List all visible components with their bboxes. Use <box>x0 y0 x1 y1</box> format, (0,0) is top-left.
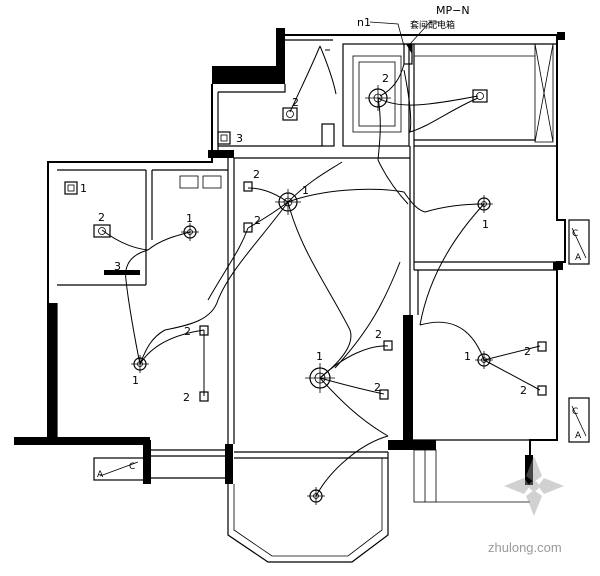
circuit-label-n1: n1 <box>357 16 371 29</box>
wall-solid-left-lower <box>143 440 151 484</box>
watermark-logo <box>504 456 564 516</box>
bay-window <box>227 452 389 563</box>
number-label: 2 <box>184 325 191 338</box>
distribution-panel: MP−N 套间配电箱 n1 <box>357 4 470 65</box>
wall-solid-hall <box>208 150 234 158</box>
ac-unit-right-upper: C A <box>568 219 590 265</box>
number-label: 3 <box>236 132 243 145</box>
ac-label-a: A <box>97 470 104 480</box>
panel-name: 套间配电箱 <box>410 19 455 31</box>
number-label: 2 <box>292 96 299 109</box>
ceiling-lamp-icon <box>475 351 493 369</box>
ac-label-a: A <box>575 253 582 263</box>
outer-wall-left <box>47 84 213 303</box>
wall-solid-bottom-right <box>525 455 533 485</box>
number-label: 1 <box>186 212 193 225</box>
ceiling-lamp-icon <box>275 189 301 215</box>
number-label: 1 <box>464 350 471 363</box>
walls <box>14 28 566 563</box>
number-label: 3 <box>114 260 121 273</box>
ac-label-c: C <box>572 229 578 239</box>
ceiling-lamp-icon <box>131 355 149 373</box>
shaft-outer <box>342 43 410 147</box>
wall-solid-right-bottom <box>388 440 436 450</box>
panel-code: MP−N <box>436 4 470 17</box>
number-label: 1 <box>316 350 323 363</box>
wall-solid-top-left <box>212 28 285 84</box>
number-label: 1 <box>482 218 489 231</box>
number-label: 2 <box>524 345 531 358</box>
ac-unit-right-lower: C A <box>568 397 590 443</box>
shaft-inner <box>352 55 402 133</box>
number-label: 1 <box>132 374 139 387</box>
number-label: 2 <box>374 381 381 394</box>
ac-unit-bottom-left: A C <box>93 457 145 481</box>
number-label: 2 <box>254 214 261 227</box>
wiring <box>101 45 541 497</box>
number-label: 2 <box>183 391 190 404</box>
number-label: 1 <box>302 184 309 197</box>
wall-solid-left <box>47 303 57 443</box>
wall-lamp-icon <box>472 89 488 103</box>
wall-solid-bottom-left <box>14 437 150 445</box>
number-label: 1 <box>80 182 87 195</box>
ac-label-a: A <box>575 431 582 441</box>
exhaust-fan-icon <box>217 131 231 145</box>
ac-label-c: C <box>129 462 135 472</box>
wall-solid-top-right <box>557 32 565 40</box>
ceiling-lamp-icon <box>475 195 493 213</box>
number-label: 2 <box>520 384 527 397</box>
number-label: 2 <box>382 72 389 85</box>
ac-units: A C C A C A <box>93 219 590 481</box>
exhaust-fan-icon <box>64 181 78 195</box>
number-label: 2 <box>375 328 382 341</box>
wall-lamp-icon <box>282 107 298 121</box>
number-label: 2 <box>98 211 105 224</box>
number-label: 2 <box>253 168 260 181</box>
ceiling-lamp-icon <box>181 223 199 241</box>
ceiling-lamp-icon <box>365 85 391 111</box>
watermark-text: zhulong.com <box>488 540 562 555</box>
switch-icon <box>199 181 547 402</box>
ceiling-lamp-icon <box>307 487 325 505</box>
wall-solid-center-bottom <box>225 444 233 484</box>
wall-lamp-icon <box>93 224 111 238</box>
ceiling-lamp-icon <box>305 363 335 393</box>
circuit-numbers: 2 2 3 1 2 1 3 2 2 1 1 2 2 1 1 2 2 1 2 2 <box>80 72 531 404</box>
ac-label-c: C <box>572 407 578 417</box>
wall-solid-right-mid <box>403 315 413 445</box>
fixtures <box>64 85 547 505</box>
